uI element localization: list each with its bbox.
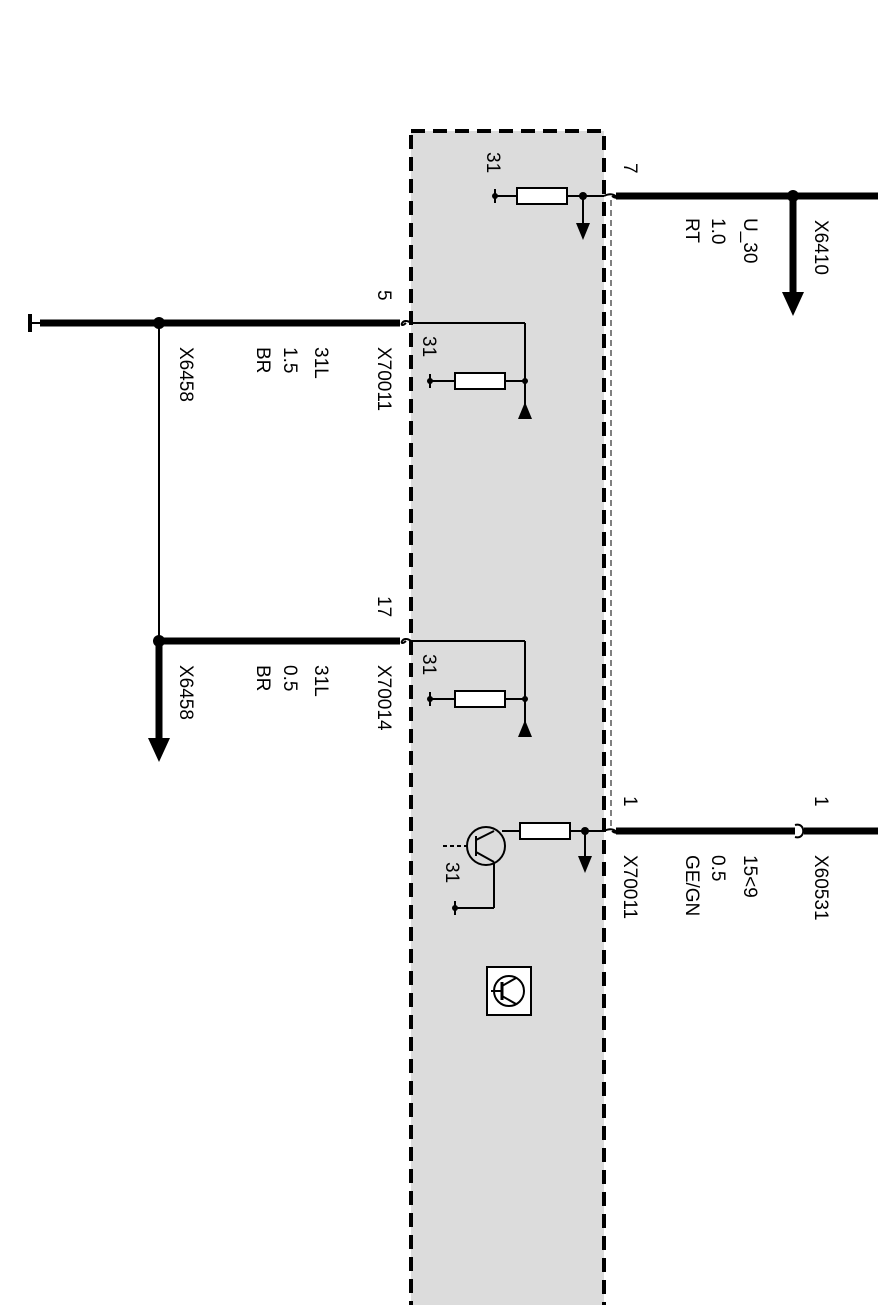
pin1-connector: X70011 [619,855,640,919]
u30-pin: 7 [619,163,640,174]
control-module-box [409,129,606,1305]
u30-connector: X6410 [810,220,831,275]
pin1-color: GE/GN [681,855,702,916]
pin17-color: BR [252,665,273,691]
pin5-connector: X70011 [373,347,394,411]
pin1-ground-label: 31 [441,862,462,883]
pin17-splice: X6458 [175,665,196,720]
pin1-gauge: 0.5 [707,855,728,881]
pin5-color: BR [252,347,273,373]
pin5-splice: X6458 [175,347,196,402]
u30-ground-label: 31 [482,152,503,173]
pin1-signal: 15<9 [739,855,760,898]
wire-pin17 [148,635,532,762]
pin17-ground-label: 31 [418,654,439,675]
wire-pin5 [28,314,532,419]
pin1-pin: 1 [619,796,640,807]
pin17-connector: X70014 [373,665,394,731]
u30-gauge: 1.0 [707,218,728,244]
pin5-ground-label: 31 [418,336,439,357]
wire-u30 [492,187,878,316]
pin1-far-pin: 1 [810,796,831,807]
pin5-gauge: 1.5 [279,347,300,373]
wire-pin1 [440,822,878,915]
u30-signal: U_30 [739,218,760,263]
pin5-pin: 5 [373,290,394,301]
pin17-signal: 31L [310,665,331,697]
pin17-gauge: 0.5 [279,665,300,691]
pin1-far-connector: X60531 [810,855,831,921]
u30-color: RT [681,218,702,243]
transistor-symbol-icon [486,966,532,1016]
pin17-pin: 17 [373,596,394,617]
pin5-signal: 31L [310,347,331,379]
